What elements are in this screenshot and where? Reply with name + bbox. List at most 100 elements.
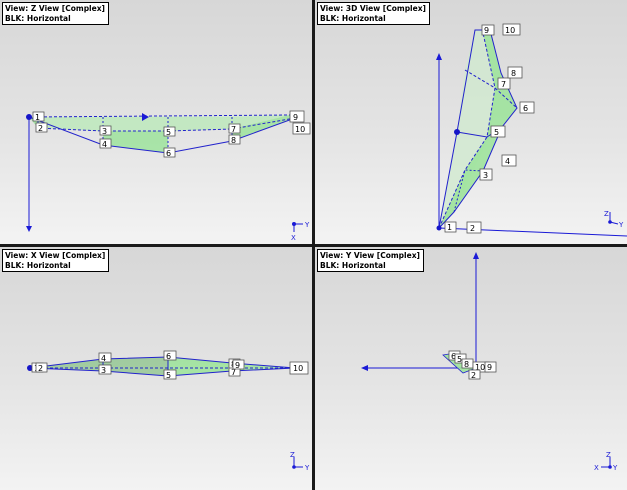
3d-node-tag-1: 1 bbox=[444, 221, 457, 233]
svg-text:3: 3 bbox=[102, 127, 107, 136]
x-triad: Z Y bbox=[290, 451, 310, 472]
svg-text:9: 9 bbox=[484, 26, 489, 35]
x-node-tag-9: 9 bbox=[232, 359, 245, 370]
svg-text:2: 2 bbox=[470, 224, 475, 233]
svg-text:10: 10 bbox=[505, 26, 515, 35]
3d-face-front bbox=[439, 30, 517, 228]
x-viewport[interactable]: View: X View [Complex] BLK: Horizontal 1… bbox=[0, 247, 312, 490]
svg-text:Z: Z bbox=[604, 210, 609, 218]
svg-text:4: 4 bbox=[101, 354, 106, 363]
svg-text:Y: Y bbox=[618, 221, 624, 229]
z-view-label: View: Z View [Complex] BLK: Horizontal bbox=[2, 2, 109, 25]
3d-node-tag-2: 2 bbox=[466, 221, 482, 234]
y-view-blk: BLK: Horizontal bbox=[320, 260, 386, 270]
svg-text:X: X bbox=[594, 464, 599, 472]
svg-text:9: 9 bbox=[487, 363, 492, 372]
svg-text:2: 2 bbox=[38, 364, 43, 373]
z-origin-node bbox=[26, 114, 32, 120]
3d-node-tag-4: 4 bbox=[501, 154, 517, 167]
y-node-tag-8: 8 bbox=[461, 358, 474, 369]
svg-text:2: 2 bbox=[38, 124, 43, 133]
z-node-tag-9: 9 bbox=[289, 110, 305, 123]
svg-text:7: 7 bbox=[501, 80, 506, 89]
svg-text:10: 10 bbox=[293, 364, 303, 373]
svg-text:10: 10 bbox=[295, 125, 305, 134]
z-node-tag-7: 7 bbox=[228, 123, 241, 134]
z-node-tag-1: 1 bbox=[32, 111, 45, 122]
svg-text:3: 3 bbox=[101, 366, 106, 375]
3d-view-label: View: 3D View [Complex] BLK: Horizontal bbox=[317, 2, 430, 25]
3d-node-tag-10: 10 bbox=[502, 23, 521, 36]
3d-view-canvas: 1 2 3 4 5 6 7 8 9 10 Z Y bbox=[436, 23, 627, 237]
svg-text:3: 3 bbox=[483, 171, 488, 180]
z-node-tag-10: 10 bbox=[292, 122, 311, 135]
z-axis-vertical-arrow bbox=[26, 226, 32, 232]
3d-node-tag-6: 6 bbox=[519, 101, 535, 114]
svg-text:10: 10 bbox=[475, 363, 485, 372]
z-node-tag-4: 4 bbox=[99, 138, 112, 149]
svg-text:6: 6 bbox=[523, 104, 528, 113]
3d-node-tag-7: 7 bbox=[497, 77, 511, 90]
x-node-tag-5: 5 bbox=[163, 369, 177, 380]
svg-text:4: 4 bbox=[102, 140, 107, 149]
svg-text:5: 5 bbox=[166, 371, 171, 380]
x-view-blk: BLK: Horizontal bbox=[5, 260, 71, 270]
3d-view-title: View: 3D View [Complex] bbox=[320, 4, 426, 13]
z-node-tag-8: 8 bbox=[228, 134, 241, 145]
svg-text:Y: Y bbox=[304, 221, 310, 229]
z-axis-horizontal-arrow bbox=[142, 113, 149, 121]
z-node-tag-3: 3 bbox=[99, 125, 112, 136]
svg-text:7: 7 bbox=[231, 125, 236, 134]
svg-text:6: 6 bbox=[166, 352, 171, 361]
3d-node-tag-3: 3 bbox=[479, 168, 493, 181]
3d-face-back bbox=[439, 30, 498, 228]
3d-axis-vertical-arrow bbox=[436, 53, 442, 60]
svg-text:2: 2 bbox=[471, 371, 476, 380]
3d-node-tag-9: 9 bbox=[481, 24, 495, 36]
svg-text:4: 4 bbox=[505, 157, 510, 166]
z-node-tag-2: 2 bbox=[35, 122, 48, 133]
3d-origin-node bbox=[436, 225, 442, 231]
y-view-title: View: Y View [Complex] bbox=[320, 251, 420, 260]
z-node-tag-5: 5 bbox=[163, 126, 176, 137]
z-triad: Y X bbox=[291, 221, 310, 242]
z-view-canvas: 1 2 3 4 5 6 7 8 9 10 Y X bbox=[26, 110, 311, 242]
x-origin-node bbox=[27, 365, 33, 371]
svg-text:1: 1 bbox=[447, 223, 452, 232]
svg-text:5: 5 bbox=[166, 128, 171, 137]
y-node-tag-9: 9 bbox=[484, 361, 497, 373]
svg-text:5: 5 bbox=[494, 128, 499, 137]
svg-text:8: 8 bbox=[464, 360, 469, 369]
y-node-tag-2: 2 bbox=[468, 369, 481, 380]
y-view-canvas: 6 5 8 10 9 2 Z X Y bbox=[361, 252, 618, 472]
y-node-tag-5: 5 bbox=[454, 353, 467, 364]
svg-text:X: X bbox=[291, 234, 296, 242]
svg-text:Y: Y bbox=[612, 464, 618, 472]
x-node-tag-6: 6 bbox=[163, 350, 177, 361]
z-view-blk: BLK: Horizontal bbox=[5, 13, 71, 23]
3d-node-tag-5: 5 bbox=[490, 125, 506, 138]
viewport-separator-horizontal[interactable] bbox=[0, 244, 627, 247]
svg-text:Z: Z bbox=[290, 451, 295, 459]
svg-text:8: 8 bbox=[231, 136, 236, 145]
3d-edge-outline-3 bbox=[438, 32, 496, 229]
svg-text:6: 6 bbox=[451, 352, 456, 361]
3d-view-blk: BLK: Horizontal bbox=[320, 13, 386, 23]
svg-text:1: 1 bbox=[35, 113, 40, 122]
y-axis-horizontal-arrow bbox=[361, 365, 368, 371]
x-node-tag-2: 2 bbox=[35, 362, 48, 373]
3d-edge-rib-2 bbox=[464, 69, 518, 109]
y-view-label: View: Y View [Complex] BLK: Horizontal bbox=[317, 249, 424, 272]
y-viewport[interactable]: View: Y View [Complex] BLK: Horizontal 6… bbox=[315, 247, 627, 490]
z-edge-top bbox=[28, 114, 291, 118]
svg-text:7: 7 bbox=[231, 368, 236, 377]
svg-text:8: 8 bbox=[511, 69, 516, 78]
svg-text:Y: Y bbox=[304, 464, 310, 472]
3d-viewport[interactable]: View: 3D View [Complex] BLK: Horizontal … bbox=[315, 0, 627, 244]
z-viewport[interactable]: View: Z View [Complex] BLK: Horizontal 1… bbox=[0, 0, 312, 244]
x-view-label: View: X View [Complex] BLK: Horizontal bbox=[2, 249, 110, 272]
svg-text:9: 9 bbox=[293, 113, 298, 122]
svg-text:5: 5 bbox=[457, 355, 462, 364]
x-node-tag-10: 10 bbox=[289, 361, 309, 375]
3d-triad: Z Y bbox=[604, 210, 624, 229]
